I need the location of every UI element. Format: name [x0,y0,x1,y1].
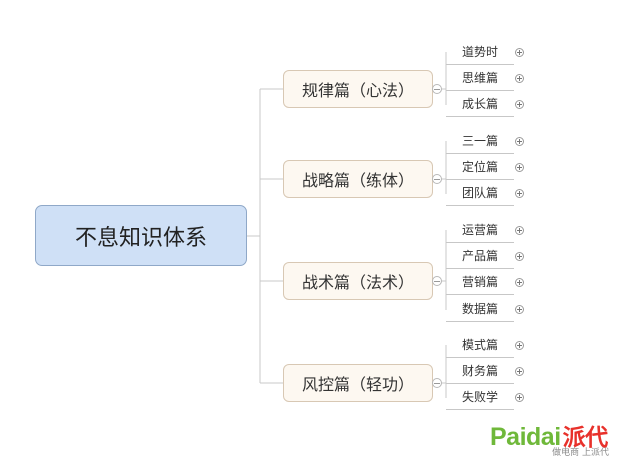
leaf-node-label: 运营篇 [461,223,498,237]
leaf-node-moshi[interactable]: 模式篇 [446,332,514,358]
leaf-node-label: 成长篇 [461,97,498,111]
leaf-node-shibaixue[interactable]: 失败学 [446,384,514,410]
leaf-node-label: 财务篇 [461,364,498,378]
branch-node-zhanshu[interactable]: 战术篇（法术） [283,262,433,300]
leaf-node-caiwu[interactable]: 财务篇 [446,358,514,384]
logo-tagline: 做电商 上派代 [552,448,609,458]
leaf-node-label: 思维篇 [461,71,498,85]
leaf-node-label: 失败学 [461,390,498,404]
branch-node-label: 战术篇（法术） [301,273,414,292]
leaf-node-shuju[interactable]: 数据篇 [446,296,514,322]
expand-icon[interactable] [515,137,524,146]
expand-icon[interactable] [515,341,524,350]
collapse-icon[interactable] [432,84,442,94]
leaf-node-chengzhang[interactable]: 成长篇 [446,91,514,117]
leaf-node-siwei[interactable]: 思维篇 [446,65,514,91]
paidai-logo: Paidai派代 做电商 上派代 [490,418,615,460]
expand-icon[interactable] [515,100,524,109]
leaf-node-label: 产品篇 [461,249,498,263]
leaf-node-label: 团队篇 [461,186,498,200]
expand-icon[interactable] [515,74,524,83]
leaf-node-chanpin[interactable]: 产品篇 [446,243,514,269]
logo-latin: Paidai [490,423,561,451]
leaf-node-yingxiao[interactable]: 营销篇 [446,269,514,295]
root-node-label: 不息知识体系 [74,225,207,251]
expand-icon[interactable] [515,367,524,376]
leaf-node-dingwei[interactable]: 定位篇 [446,154,514,180]
leaf-node-label: 道势时 [461,45,498,59]
leaf-node-yunying[interactable]: 运营篇 [446,217,514,243]
branch-node-label: 规律篇（心法） [301,81,414,100]
expand-icon[interactable] [515,278,524,287]
leaf-node-daoshishi[interactable]: 道势时 [446,39,514,65]
root-node[interactable]: 不息知识体系 [35,205,247,266]
collapse-icon[interactable] [432,276,442,286]
expand-icon[interactable] [515,48,524,57]
expand-icon[interactable] [515,226,524,235]
logo-wordmark: Paidai派代 [490,418,608,452]
collapse-icon[interactable] [432,378,442,388]
leaf-node-label: 定位篇 [461,160,498,174]
expand-icon[interactable] [515,393,524,402]
leaf-node-label: 三一篇 [461,134,498,148]
expand-icon[interactable] [515,163,524,172]
branch-node-guilv[interactable]: 规律篇（心法） [283,70,433,108]
leaf-node-tuandui[interactable]: 团队篇 [446,180,514,206]
branch-node-label: 风控篇（轻功） [301,375,414,394]
expand-icon[interactable] [515,189,524,198]
expand-icon[interactable] [515,252,524,261]
logo-chinese: 派代 [562,425,609,451]
branch-node-label: 战略篇（练体） [301,171,414,190]
leaf-node-label: 数据篇 [461,302,498,316]
leaf-node-label: 模式篇 [461,338,498,352]
branch-node-fengkong[interactable]: 风控篇（轻功） [283,364,433,402]
leaf-node-label: 营销篇 [461,275,498,289]
branch-node-zhanlue[interactable]: 战略篇（练体） [283,160,433,198]
collapse-icon[interactable] [432,174,442,184]
leaf-node-sanyi[interactable]: 三一篇 [446,128,514,154]
expand-icon[interactable] [515,305,524,314]
